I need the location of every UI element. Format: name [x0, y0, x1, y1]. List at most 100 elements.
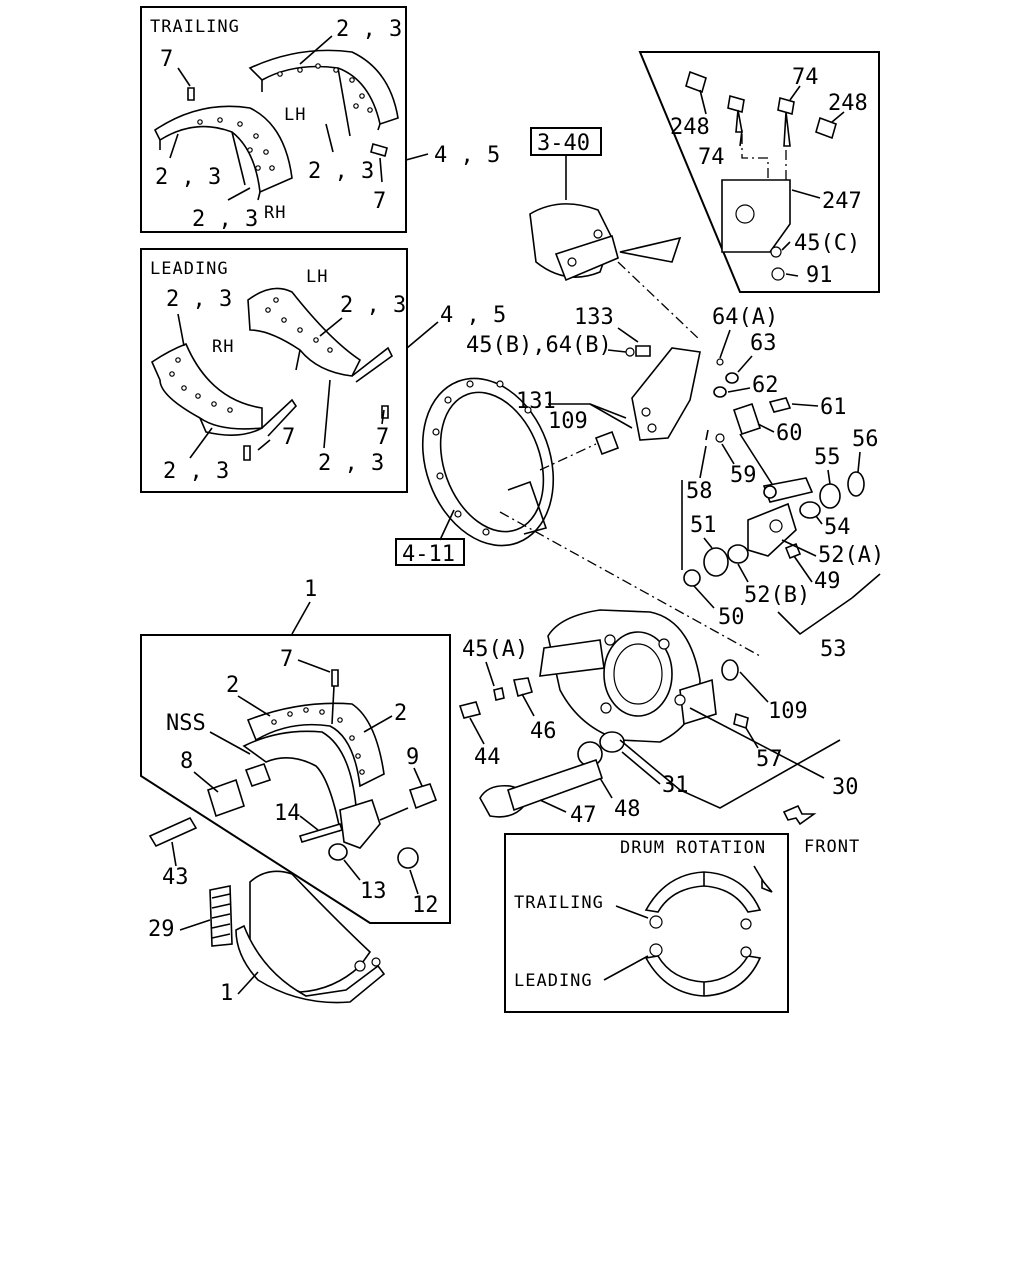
callout-62: 62: [752, 373, 779, 398]
callout-54: 54: [824, 515, 851, 540]
return-spring-29: [209, 885, 233, 947]
callout-53: 53: [820, 637, 847, 662]
brake-shoe-with-lining: [242, 702, 385, 849]
callout-61: 61: [820, 395, 847, 420]
rh-label: RH: [264, 203, 286, 223]
callout-1: 1: [304, 577, 317, 602]
tee-74-icon: [727, 94, 745, 133]
callout-2-3: 2 , 3: [308, 159, 374, 184]
callout-133: 133: [574, 305, 614, 330]
bolt-133-icon: [635, 345, 651, 357]
ref-4-11-box: [395, 538, 465, 566]
clip-64a-icon: [716, 358, 724, 366]
callout-2-3: 2 , 3: [155, 165, 221, 190]
rh-label: RH: [212, 337, 234, 357]
drum-rotation-panel: DRUM ROTATION TRAILING LEADING: [504, 833, 789, 1013]
bolt-44-icon: [458, 701, 482, 719]
pin-14-icon: [298, 823, 344, 843]
dust-shield-backing-plate: [421, 377, 555, 547]
pointer-wedge-icon: [619, 236, 682, 263]
callout-2: 2: [394, 701, 407, 726]
callout-52b: 52(B): [744, 583, 810, 608]
slack-adjuster: [747, 477, 814, 557]
bushing-109-icon: [721, 659, 739, 681]
callout-109: 109: [768, 699, 808, 724]
callout-64a: 64(A): [712, 305, 778, 330]
callout-57: 57: [756, 747, 783, 772]
callout-2-3: 2 , 3: [163, 459, 229, 484]
callout-248: 248: [828, 91, 868, 116]
callout-74: 74: [792, 65, 819, 90]
callout-2: 2: [226, 673, 239, 698]
callout-7: 7: [280, 647, 293, 672]
leading-panel-frame: [140, 248, 408, 493]
trailing-heading: TRAILING: [150, 17, 240, 37]
leading-shoe-label: LEADING: [514, 971, 593, 991]
callout-52a: 52(A): [818, 543, 884, 568]
washer-54-icon: [799, 501, 821, 519]
callout-4-5: 4 , 5: [434, 143, 500, 168]
callout-4-5: 4 , 5: [440, 303, 506, 328]
callout-58: 58: [686, 479, 713, 504]
s-camshaft: [479, 758, 604, 818]
front-label: FRONT: [804, 837, 860, 857]
bushing-109-icon: [594, 430, 620, 456]
callout-12: 12: [412, 893, 439, 918]
bushing-12-icon: [397, 847, 419, 869]
callout-74: 74: [698, 145, 725, 170]
callout-51: 51: [690, 513, 717, 538]
rivet-icon: [370, 143, 388, 157]
callout-8: 8: [180, 749, 193, 774]
bracket-247-icon: [721, 179, 791, 253]
inset-frame: [638, 51, 880, 293]
bracket-46-icon: [513, 677, 533, 697]
callout-30: 30: [832, 775, 859, 800]
pin-43-icon: [148, 816, 198, 848]
callout-91: 91: [806, 263, 833, 288]
fitting-248-icon: [685, 70, 707, 94]
callout-63: 63: [750, 331, 777, 356]
callout-7: 7: [373, 189, 386, 214]
trailing-lh-lining: [248, 49, 399, 137]
washer-45b-icon: [625, 347, 635, 357]
callout-49: 49: [814, 569, 841, 594]
chamber-bracket: [594, 347, 701, 456]
clevis-60-icon: [732, 402, 762, 436]
bushing-52b-icon: [727, 544, 749, 564]
nut-63-icon: [725, 372, 739, 384]
grease-nipple-57-icon: [733, 712, 749, 730]
callout-2-3: 2 , 3: [318, 451, 384, 476]
callout-7: 7: [160, 47, 173, 72]
callout-48: 48: [614, 797, 641, 822]
leading-heading: LEADING: [150, 259, 229, 279]
front-arrow-icon: [782, 804, 817, 826]
anchor-pin-9-icon: [408, 783, 438, 810]
brake-chamber-actuator: [529, 203, 682, 282]
trailing-panel-frame: [140, 6, 407, 233]
bolt-61-icon: [768, 397, 792, 413]
brake-spider-housing: [539, 609, 717, 743]
leading-lining-panel: LEADING LH RH 2 , 3 2 , 3 7 7 2 , 3 2: [140, 248, 408, 493]
trailing-rh-lining: [153, 105, 293, 201]
seal-51-icon: [703, 547, 729, 577]
fitting-248-icon: [815, 116, 837, 140]
callout-45c: 45(C): [794, 231, 860, 256]
callout-7: 7: [376, 425, 389, 450]
rivet-icon: [187, 87, 195, 101]
grease-nipple-49-icon: [784, 542, 802, 560]
pin-58-icon: [705, 429, 709, 441]
callout-55: 55: [814, 445, 841, 470]
sensor-bracket-inset: 74 248 248 74 247 45(C) 91: [638, 51, 880, 293]
callout-60: 60: [776, 421, 803, 446]
callout-9: 9: [406, 745, 419, 770]
lh-label: LH: [284, 105, 306, 125]
callout-1: 1: [220, 981, 233, 1006]
callout-45b-64b: 45(B),64(B): [466, 333, 612, 358]
nut-91-icon: [771, 267, 785, 281]
callout-59: 59: [730, 463, 757, 488]
brake-shoe-1: [235, 870, 386, 1004]
callout-109: 109: [548, 409, 588, 434]
rivet-icon: [243, 445, 251, 461]
